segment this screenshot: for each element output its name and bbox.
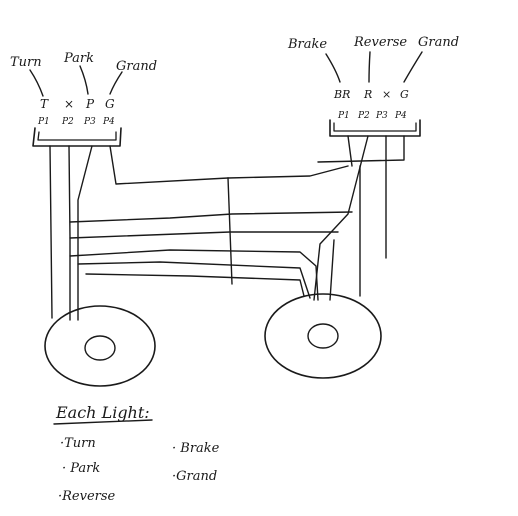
left-pin-number-2: P2 <box>61 117 74 127</box>
left-pin-code-3: P <box>85 97 95 111</box>
right-connector: Brake Reverse Grand BR R × G P1 P2 P3 P4 <box>287 35 459 137</box>
right-label-brake: Brake <box>287 37 327 52</box>
left-light <box>44 305 156 387</box>
left-pin-number-1: P1 <box>37 117 50 127</box>
wire-left-p3 <box>77 145 93 321</box>
wire-left-run-b <box>77 261 311 299</box>
wire-left-outer <box>49 145 53 319</box>
right-pin-code-4: G <box>400 88 409 101</box>
notes-heading: Each Light: <box>55 403 150 422</box>
wire-right-inner <box>329 239 335 301</box>
left-light-inner-ring <box>84 335 116 361</box>
left-connector-inner <box>37 131 117 141</box>
wire-right-p4-down <box>317 135 405 163</box>
left-pin-code-1: T <box>40 97 49 111</box>
left-pointer-ground <box>109 71 123 95</box>
notes-heading-underline <box>53 419 153 425</box>
right-pin-number-4: P4 <box>394 111 407 121</box>
wire-left-p2 <box>68 145 71 321</box>
right-label-reverse: Reverse <box>353 35 407 50</box>
wire-left-run-c <box>85 273 305 297</box>
wiring-harness <box>49 135 405 321</box>
left-pointer-park <box>79 65 89 95</box>
notes: Each Light: ·Turn · Park ·Reverse · Brak… <box>53 403 220 504</box>
left-connector-housing <box>32 127 122 147</box>
right-pin-code-2: R <box>363 88 372 101</box>
left-light-outer-ring <box>44 305 156 387</box>
right-pointer-brake <box>325 53 341 83</box>
right-pointer-ground <box>403 51 423 83</box>
right-pin-number-3: P3 <box>375 111 388 121</box>
left-pin-number-4: P4 <box>102 117 115 127</box>
left-connector: Turn Park Grand T × P G P1 P2 P3 P4 <box>10 51 157 147</box>
right-light <box>264 293 382 379</box>
wire-center-vertical <box>227 177 233 285</box>
left-label-turn: Turn <box>10 55 42 70</box>
right-pin-number-1: P1 <box>337 111 350 121</box>
wire-left-run-a <box>69 249 319 301</box>
notes-item-turn: ·Turn <box>60 436 96 451</box>
left-pin-code-2: × <box>64 97 74 111</box>
left-pin-code-4: G <box>105 97 115 111</box>
right-label-ground: Grand <box>418 35 459 50</box>
right-pin-code-1: BR <box>333 88 350 101</box>
left-label-park: Park <box>63 51 94 66</box>
wire-left-p4 <box>109 145 229 185</box>
right-light-inner-ring <box>307 323 339 349</box>
notes-item-ground: ·Grand <box>172 469 217 484</box>
wire-top-bus-left <box>227 165 349 179</box>
right-pin-code-3: × <box>382 88 391 101</box>
right-pointer-reverse <box>368 51 371 83</box>
right-pin-number-2: P2 <box>357 111 370 121</box>
notes-item-park: · Park <box>62 461 100 476</box>
notes-item-reverse: ·Reverse <box>58 489 116 504</box>
right-light-outer-ring <box>264 293 382 379</box>
notes-item-brake: · Brake <box>172 441 220 456</box>
wire-mid-lower <box>69 231 339 239</box>
left-pointer-turn <box>29 69 44 97</box>
left-label-ground: Grand <box>116 59 157 74</box>
right-connector-housing <box>329 119 421 137</box>
left-pin-number-3: P3 <box>83 117 96 127</box>
right-connector-inner <box>333 122 417 132</box>
wire-mid-upper <box>69 211 353 223</box>
